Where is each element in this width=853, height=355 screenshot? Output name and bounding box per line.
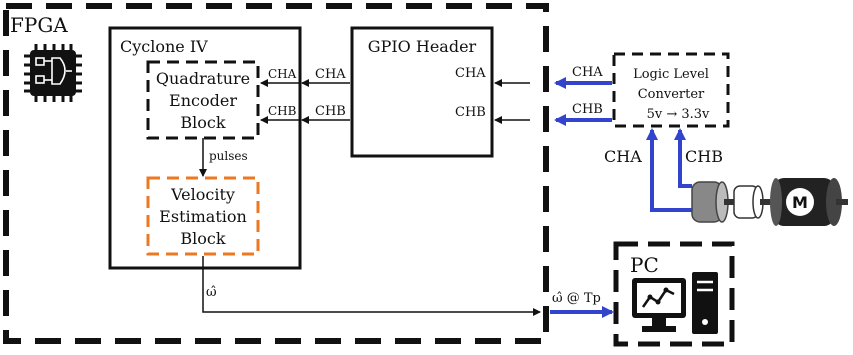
converter-line2: Converter: [638, 87, 705, 102]
cyclone-title: Cyclone IV: [120, 37, 208, 56]
velocity-line2: Estimation: [159, 207, 247, 226]
quadrature-encoder-block: [146, 60, 260, 140]
converter-line1: Logic Level: [633, 67, 709, 82]
quadrature-line3: Block: [180, 113, 225, 132]
gpio-chb-label: CHB: [455, 105, 486, 120]
velocity-line1: Velocity: [170, 185, 235, 204]
converter-chb-label: CHB: [572, 102, 603, 117]
chb-mid-label: CHB: [315, 104, 346, 119]
omega-tp-label: ω̂ @ Tp: [552, 291, 601, 306]
fpga-title: FPGA: [10, 13, 68, 37]
encoder-cha-label: CHA: [604, 147, 642, 166]
pc-box: [613, 241, 735, 347]
cha-mid-label: CHA: [315, 67, 346, 82]
gpio-title: GPIO Header: [368, 37, 477, 56]
cha-in-label: CHA: [268, 67, 297, 81]
logic-level-converter-box: [612, 52, 730, 128]
chb-in-label: CHB: [268, 104, 297, 118]
cyclone-box: [108, 26, 302, 270]
velocity-line3: Block: [180, 229, 225, 248]
pulses-label: pulses: [209, 149, 248, 163]
fpga-boundary: [3, 3, 549, 344]
quadrature-line2: Encoder: [169, 91, 237, 110]
gpio-cha-label: CHA: [455, 66, 486, 81]
computer-icon: [632, 272, 718, 334]
motor-label: M: [792, 193, 808, 212]
motor-icon: M: [770, 178, 848, 226]
omega-hat-label: ω̂: [206, 285, 217, 300]
pc-title: PC: [630, 253, 659, 277]
chip-icon: [24, 44, 82, 102]
converter-cha-label: CHA: [572, 65, 603, 80]
encoder-icon: [691, 181, 778, 223]
encoder-cha-blue-line: [646, 128, 692, 212]
omega-signal-line: [202, 256, 541, 316]
quadrature-line1: Quadrature: [156, 69, 250, 88]
encoder-chb-label: CHB: [685, 147, 723, 166]
velocity-estimation-block: [146, 176, 260, 256]
gpio-header-box: [350, 26, 494, 158]
encoder-chb-blue-line: [674, 128, 692, 188]
converter-line3: 5v → 3.3v: [647, 107, 710, 122]
